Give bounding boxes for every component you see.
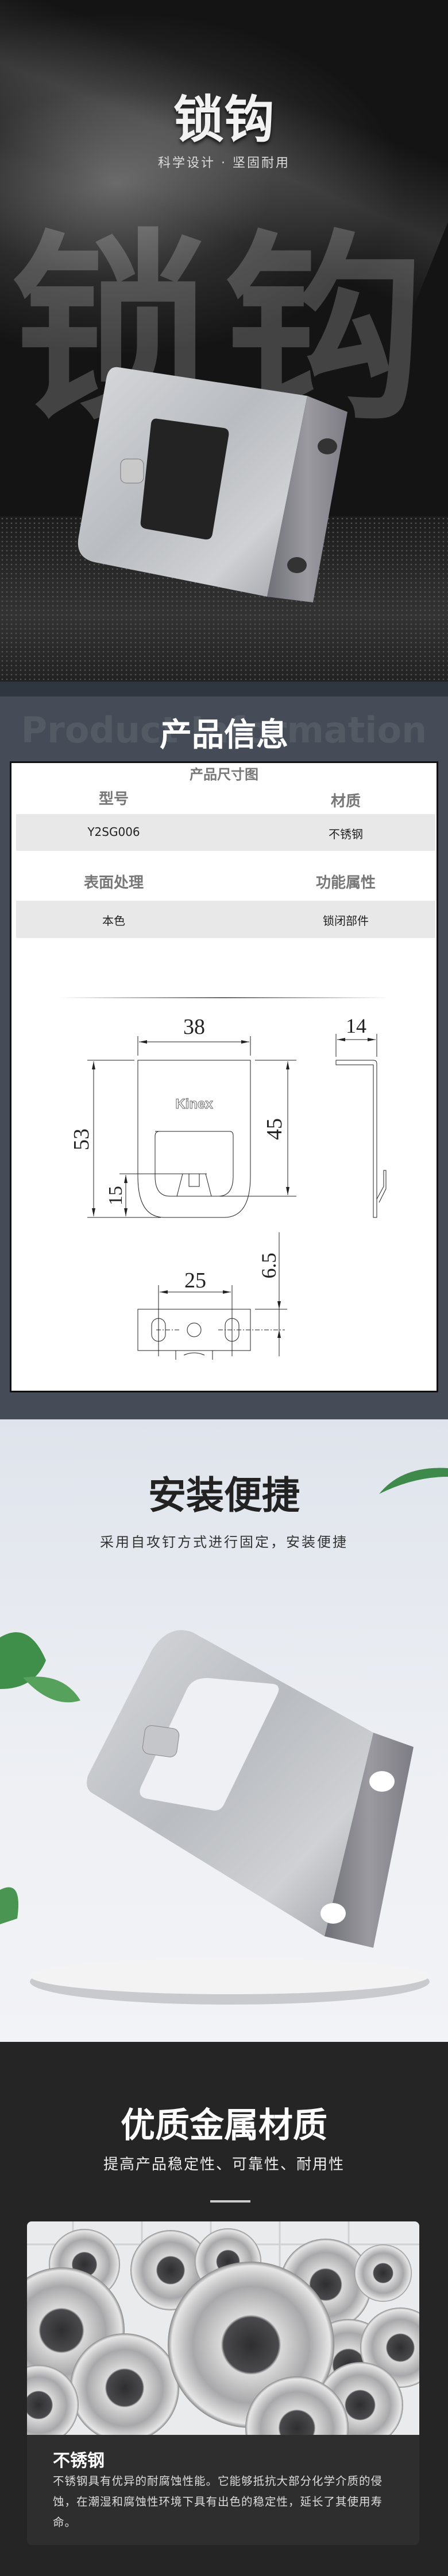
value-function: 锁闭部件 (323, 914, 369, 928)
material-card-text: 不锈钢具有优异的耐腐蚀性能。它能够抵抗大部分化学介质的侵蚀，在潮湿和腐蚀性环境下… (53, 2474, 383, 2529)
dimension-title: 产品尺寸图 (190, 766, 258, 783)
dim-hook-height: 15 (105, 1186, 126, 1205)
value-model: Y2SG006 (87, 825, 140, 839)
material-subtitle: 提高产品稳定性、可靠性、耐用性 (103, 2156, 345, 2173)
material-card-title: 不锈钢 (53, 2451, 105, 2471)
dim-inner-height: 45 (262, 1118, 287, 1140)
kinex-logo: Kinex (175, 1096, 213, 1112)
install-product-image (87, 1630, 414, 1948)
section-divider (0, 682, 448, 696)
info-ghost-text: Product Information (21, 709, 427, 751)
product-info-card: 型号 材质 Y2SG006 不锈钢 表面处理 功能属性 本色 锁闭部件 产品尺寸… (10, 761, 438, 1392)
material-card: 不锈钢 不锈钢具有优异的耐腐蚀性能。它能够抵抗大部分化学介质的侵蚀，在潮湿和腐蚀… (27, 2221, 419, 2545)
dim-hole-spacing: 25 (184, 1268, 206, 1293)
install-section (0, 1419, 448, 2042)
dim-width: 38 (183, 1015, 205, 1039)
value-material: 不锈钢 (329, 827, 363, 841)
dim-hole-offset: 6.5 (257, 1253, 280, 1279)
leaf-decoration (0, 1468, 448, 2005)
divider (59, 997, 389, 998)
accent-bar (210, 2200, 250, 2203)
row-background (16, 901, 435, 938)
hero-banner (0, 0, 448, 682)
row-background (16, 814, 435, 851)
hero-title: 锁钩 (173, 90, 275, 149)
info-title: 产品信息 (160, 717, 288, 754)
dim-depth: 14 (346, 1014, 366, 1037)
label-surface: 表面处理 (83, 874, 144, 892)
hero-product-image (78, 367, 347, 602)
hero-subtitle: 科学设计 · 坚固耐用 (158, 156, 290, 170)
label-model: 型号 (98, 791, 129, 808)
material-title: 优质金属材质 (121, 2106, 327, 2146)
install-title: 安装便捷 (148, 1473, 300, 1517)
label-material: 材质 (330, 793, 361, 810)
steel-coils-image (27, 2221, 419, 2435)
value-surface: 本色 (102, 914, 125, 928)
dim-height: 53 (69, 1129, 94, 1150)
label-function: 功能属性 (315, 874, 376, 892)
dimension-drawing: 38 53 45 15 Kinex 14 25 6.5 (69, 1014, 387, 1360)
install-subtitle: 采用自攻钉方式进行固定，安装便捷 (100, 1534, 348, 1550)
